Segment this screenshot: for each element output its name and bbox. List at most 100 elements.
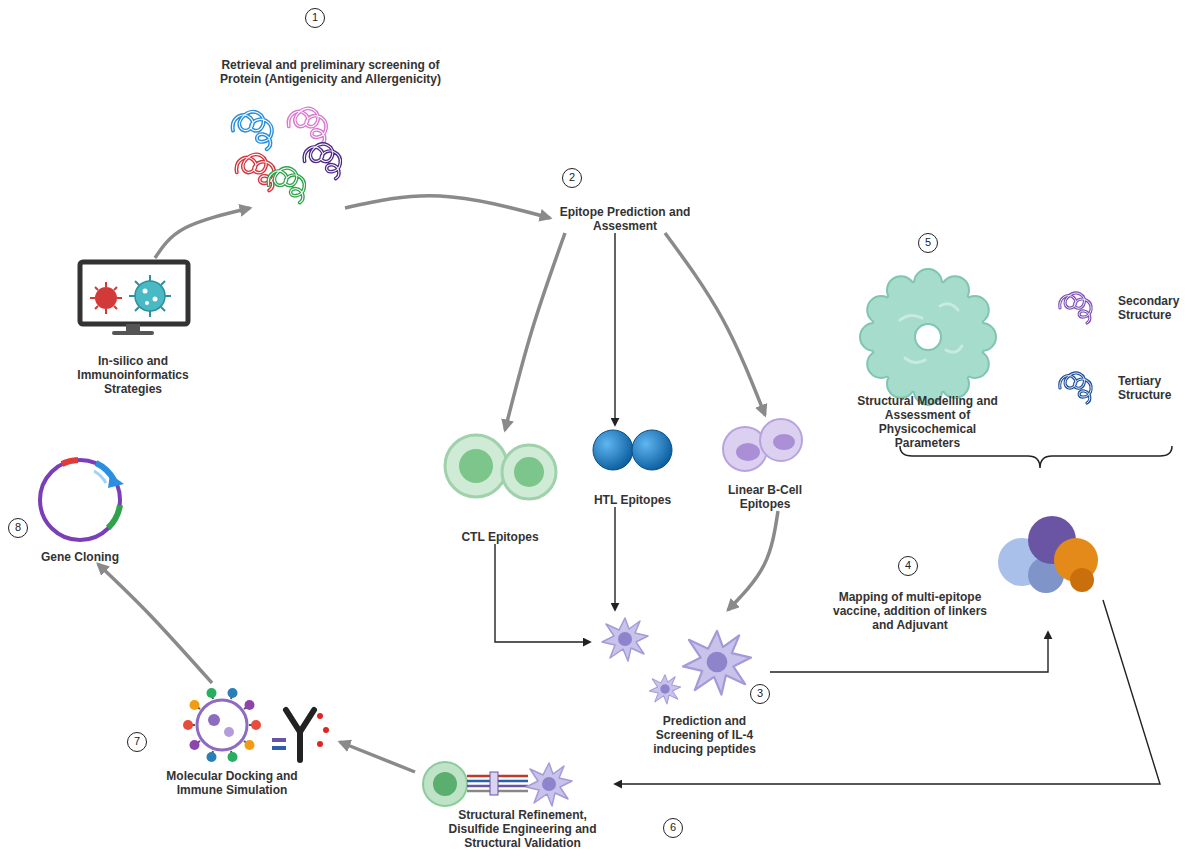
htl-cells: [593, 430, 633, 470]
computer-icon: [80, 262, 188, 324]
docking-icon: [317, 741, 323, 747]
connector-arrow: [345, 196, 550, 218]
docking-icon: [251, 720, 261, 730]
step-node: Epitope Prediction and Assesment: [550, 205, 700, 233]
step-caption: Mapping of multi-epitope vaccine, additi…: [830, 590, 990, 632]
protein-icons: [304, 144, 340, 178]
docking-icon: [272, 746, 286, 750]
plasmid-icon: [40, 460, 120, 540]
protein-icons: [233, 112, 272, 149]
b-cells: [736, 443, 760, 461]
step-caption: Gene Cloning: [25, 550, 135, 564]
protein-model: [900, 304, 962, 363]
protein-model: [915, 324, 941, 350]
step-caption: Retrieval and preliminary screening of P…: [213, 58, 448, 86]
computer-icon: [145, 301, 149, 305]
step-caption: Structural Modelling and Assessment of P…: [850, 394, 1005, 450]
step-caption: In-silico and Immunoinformatics Strategi…: [68, 354, 198, 396]
step-node: Tertiary Structure: [1058, 368, 1193, 410]
step-node: Linear B-Cell Epitopes: [715, 415, 815, 511]
step-caption: Linear B-Cell Epitopes: [715, 483, 815, 511]
docking-icon: [228, 752, 238, 762]
plasmid-icon: [94, 471, 106, 483]
step-node: Gene Cloning: [25, 452, 135, 564]
docking-icon: [224, 727, 234, 737]
step-caption: Secondary Structure: [1118, 294, 1190, 322]
connector-arrow: [614, 233, 615, 425]
protein-icons: [233, 108, 341, 202]
docking-icon: [228, 688, 238, 698]
step-node: CTL Epitopes: [440, 430, 560, 544]
docking-icon: [190, 700, 200, 710]
docking-icon: [207, 752, 217, 762]
callout-number: 6: [663, 818, 683, 838]
ctl-cells: [502, 445, 556, 499]
step-caption: Structural Refinement, Disulfide Enginee…: [445, 808, 600, 850]
dendritic-cells: [683, 631, 751, 695]
callout-number: 4: [898, 556, 918, 576]
plasmid-icon: [40, 460, 124, 540]
dendritic-cells: [602, 618, 648, 661]
connector-arrow: [495, 544, 590, 642]
connector-arrow: [770, 632, 1048, 672]
b-cells: [723, 419, 802, 471]
protein-model: [872, 281, 984, 393]
step-node: Prediction and Screening of IL-4 inducin…: [590, 610, 770, 756]
connector-arrow: [505, 233, 565, 430]
callout-number: 8: [8, 518, 28, 538]
protein-icons: [288, 108, 326, 144]
connector-arrow: [665, 233, 765, 415]
callout-number: 5: [918, 233, 938, 253]
step-node: Secondary Structure: [1058, 288, 1193, 330]
computer-icon: [153, 297, 158, 302]
callout-number: 2: [562, 168, 582, 188]
step-node: Structural Modelling and Assessment of P…: [838, 272, 1018, 450]
docking-icon: [272, 738, 286, 742]
t-cell-dendritic-icon: [433, 772, 457, 796]
plasmid-icon: [108, 505, 120, 528]
computer-icon: [90, 282, 122, 314]
computer-icon: [80, 262, 188, 335]
connector-arrow: [728, 511, 778, 610]
connector-arrow: [340, 742, 415, 772]
step-node: HTL Epitopes: [570, 425, 695, 507]
step-node: Mapping of multi-epitope vaccine, additi…: [818, 516, 1103, 632]
computer-icon: [112, 331, 154, 335]
dendritic-cells: [602, 618, 751, 704]
docking-icon: [286, 710, 314, 760]
step-caption: Prediction and Screening of IL-4 inducin…: [647, 714, 762, 756]
docking-icon: [183, 688, 329, 762]
plasmid-icon: [62, 460, 78, 464]
step-node: Structural Refinement, Disulfide Enginee…: [415, 760, 615, 850]
t-cell-dendritic-icon: [423, 762, 467, 806]
dendritic-cells: [649, 675, 680, 704]
step-caption: Tertiary Structure: [1118, 374, 1190, 402]
docking-icon: [197, 700, 247, 750]
step-caption: HTL Epitopes: [570, 493, 695, 507]
step-node: Retrieval and preliminary screening of P…: [195, 58, 465, 208]
ctl-cells: [445, 435, 507, 497]
protein-icons: [268, 168, 304, 202]
docking-icon: [183, 720, 193, 730]
structure-icons: [1060, 293, 1091, 323]
structure-icons: [1060, 293, 1091, 403]
vaccine-complex: [998, 516, 1098, 593]
ctl-cells: [445, 435, 556, 499]
docking-icon: [190, 740, 200, 750]
docking-icon: [317, 713, 323, 719]
b-cells: [760, 419, 802, 461]
protein-model: [860, 269, 996, 405]
callout-number: 1: [305, 8, 325, 28]
t-cell-dendritic-icon: [490, 772, 498, 795]
step-caption: Epitope Prediction and Assesment: [550, 205, 700, 233]
htl-cells: [632, 430, 672, 470]
connector-arrow: [155, 208, 250, 258]
docking-icon: [245, 740, 255, 750]
docking-icon: [245, 700, 255, 710]
t-cell-dendritic-icon: [526, 763, 572, 806]
callout-number: 3: [750, 684, 770, 704]
